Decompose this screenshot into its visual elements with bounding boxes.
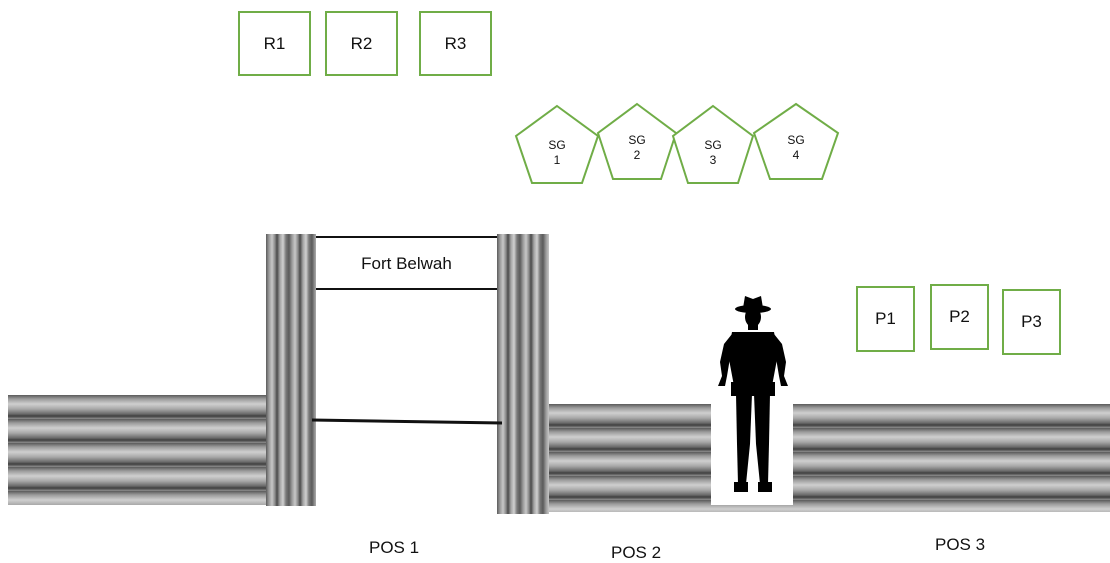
rifle-box-r2: R2 — [325, 11, 398, 76]
wall-right — [545, 404, 1110, 512]
figure-backdrop — [711, 404, 793, 505]
rifle-box-r1: R1 — [238, 11, 311, 76]
cowboy-silhouette-icon — [718, 296, 788, 492]
pistol-box-p3: P3 — [1002, 289, 1061, 355]
pos-label-1: POS 1 — [369, 538, 420, 557]
gate-bar — [312, 418, 503, 425]
fort-sign-title: Fort Belwah — [361, 254, 452, 273]
pistol-label: P2 — [949, 307, 970, 326]
sign-bottom-line — [316, 288, 497, 290]
pistol-box-p2: P2 — [930, 284, 989, 350]
wall-left — [8, 395, 292, 505]
rifle-label: R3 — [444, 33, 467, 53]
pistol-box-p1: P1 — [856, 286, 915, 352]
gate-post-right — [497, 234, 549, 514]
pistol-label: P3 — [1021, 312, 1042, 331]
rifle-label: R1 — [263, 33, 286, 53]
pos-label-2: POS 2 — [611, 543, 662, 562]
pistol-label: P1 — [875, 309, 896, 328]
rifle-box-r3: R3 — [419, 11, 492, 76]
rifle-label: R2 — [350, 33, 373, 53]
sign-top-line — [316, 236, 497, 238]
pos-label-3: POS 3 — [935, 535, 986, 554]
gate-post-left — [266, 234, 316, 506]
